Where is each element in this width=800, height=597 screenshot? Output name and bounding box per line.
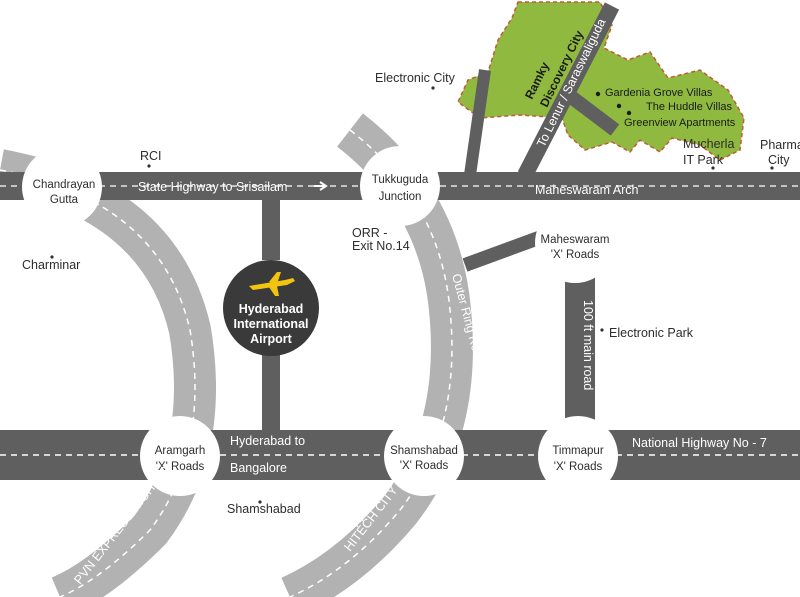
airplane-icon [249, 272, 295, 296]
airport-line-1: Hyderabad [239, 302, 304, 316]
road-to-villas [565, 90, 620, 136]
node-chandrayan [22, 147, 102, 227]
arrow-right-icon [314, 181, 328, 191]
orr-exit-line-1: ORR - [352, 226, 387, 240]
bangalore-label: Bangalore [230, 461, 287, 475]
electronic-city-label: Electronic City [375, 71, 456, 85]
hyderabad-to-label: Hyderabad to [230, 434, 305, 448]
node-timmapur [538, 416, 618, 496]
tukkuguda-line-2: Junction [379, 191, 422, 203]
chandrayan-line-2: Gutta [50, 194, 79, 206]
maheswaram-line-2: 'X' Roads [551, 249, 600, 261]
timmapur-line-1: Timmapur [552, 445, 603, 457]
pharma-line-1: Pharma [760, 138, 800, 152]
villa-label-3: Greenview Apartments [624, 117, 736, 129]
node-tukkuguda [360, 146, 440, 226]
national-highway-label: National Highway No - 7 [632, 436, 767, 450]
aramgarh-line-1: Aramgarh [155, 445, 206, 457]
ring-road-left [0, 149, 216, 597]
rci-label: RCI [140, 149, 162, 163]
charminar-label: Charminar [22, 258, 80, 272]
road-100ft-label: 100 ft main road [581, 300, 595, 390]
road-to-lenur [517, 2, 620, 179]
shamshabad-x-line-1: Shamshabad [390, 445, 458, 457]
electronic-park-label: Electronic Park [609, 326, 694, 340]
shamshabad-label: Shamshabad [227, 502, 301, 516]
airport-line-2: International [233, 317, 308, 331]
mucherla-line-1: Mucherla [683, 137, 734, 151]
timmapur-line-2: 'X' Roads [554, 461, 603, 473]
aramgarh-line-2: 'X' Roads [156, 461, 205, 473]
airport-circle [223, 260, 319, 356]
maheswaram-arch-label: Maheswaram Arch [535, 183, 639, 197]
shamshabad-x-line-2: 'X' Roads [400, 460, 449, 472]
node-shamshabad [384, 416, 464, 496]
chandrayan-line-1: Chandrayan [33, 179, 96, 191]
airport-road-north [262, 198, 280, 260]
airport-line-3: Airport [250, 332, 293, 346]
orr-exit-line-2: Exit No.14 [352, 239, 410, 253]
mucherla-line-2: IT Park [683, 153, 724, 167]
node-maheswaram [535, 203, 615, 283]
ring-road-left-dash [0, 169, 196, 597]
road-100ft [565, 270, 595, 420]
road-to-electronic-city [464, 69, 491, 176]
airport-road-south [262, 350, 280, 432]
villa-label-1: Gardenia Grove Villas [605, 87, 713, 99]
tukkuguda-line-1: Tukkuguda [372, 174, 429, 186]
villa-label-2: The Huddle Villas [646, 101, 733, 113]
maheswaram-line-1: Maheswaram [540, 234, 609, 246]
node-aramgarh [140, 416, 220, 496]
pharma-line-2: City [768, 153, 790, 167]
project-area [457, 1, 745, 161]
state-highway-label: State Highway to Srisailam [138, 180, 287, 194]
